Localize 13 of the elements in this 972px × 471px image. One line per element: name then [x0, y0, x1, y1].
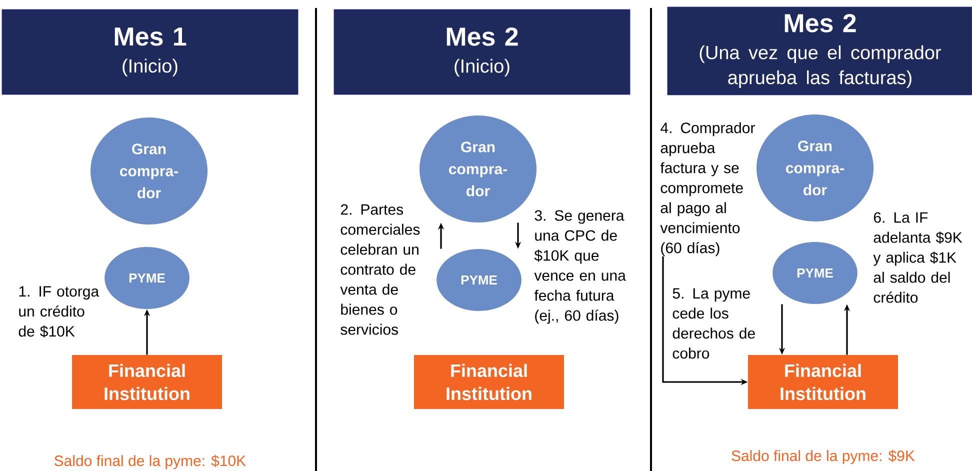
step-text: 3. Se genera una CPC de $10K que vence en una fecha futura (ej., 60 días) — [534, 210, 626, 324]
header-box: Mes 2 (Inicio) — [334, 9, 630, 95]
step-text: 2. Partes comerciales celebran un contrato de venta de bienes o servicios — [340, 204, 420, 335]
header-box: Mes 1 (Inicio) — [2, 9, 298, 95]
balance-text: Saldo final de la pyme: $10K — [54, 454, 246, 470]
institution-box: Financial Institution — [414, 355, 564, 409]
institution-box: Financial Institution — [748, 355, 898, 409]
step-text: 4. Comprador aprueba factura y se compromete al pago al vencimiento (60 días) — [660, 122, 755, 256]
step-text: 6. La IF adelanta $9K y aplica $1K al saldo del crédito — [873, 212, 962, 303]
header-box: Mes 2 (Una vez que el comprador aprueba las facturas) — [667, 6, 972, 96]
step-text: 1. IF otorga un crédito de $10K — [18, 286, 100, 338]
balance-text: Saldo final de la pyme: $9K — [732, 450, 915, 464]
institution-box: Financial Institution — [72, 355, 222, 409]
